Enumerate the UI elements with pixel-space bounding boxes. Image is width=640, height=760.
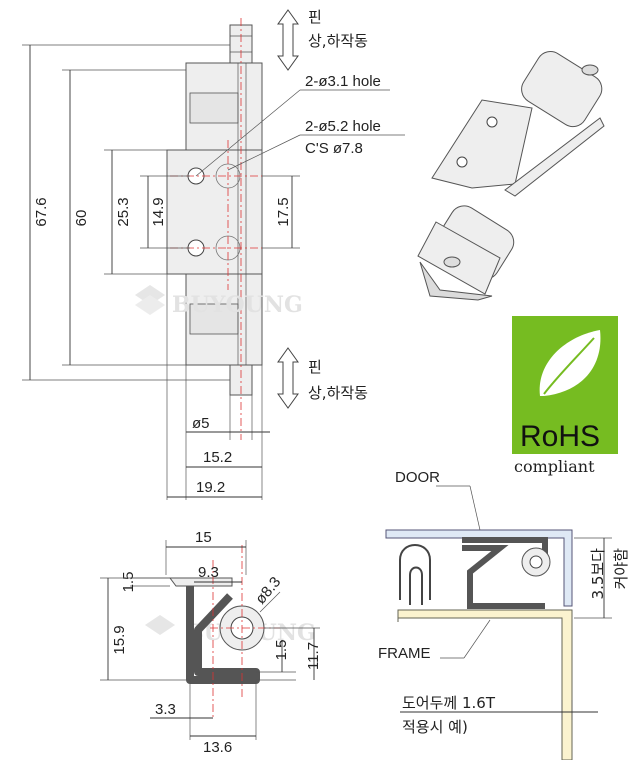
dim-width-outer: 19.2 [196, 479, 225, 496]
dim-side-offset: 9.3 [198, 564, 219, 581]
up-down-arrow-icon [277, 347, 299, 409]
gap-note-1: 3.5보다 [589, 548, 607, 600]
dim-pin-span: 60 [73, 210, 90, 227]
up-down-arrow-icon [277, 9, 299, 71]
front-view: 67.6 60 25.3 14.9 17.5 ø5 15.2 19.2 [22, 8, 405, 500]
rohs-compliant: compliant [514, 457, 595, 476]
callout-hole-large: 2-ø5.2 hole [305, 118, 381, 135]
rohs-badge: RoHS compliant [512, 316, 618, 476]
dim-leaf-height: 25.3 [115, 197, 132, 226]
watermark-brand: BUYOUNG [172, 292, 303, 318]
hinge-leaf [166, 149, 263, 275]
callout-hole-small: 2-ø3.1 hole [305, 73, 381, 90]
pin-note-top-2: 상,하작동 [308, 32, 368, 50]
dim-side-inner-2: 11.7 [305, 642, 322, 670]
dim-side-height: 15.9 [111, 625, 128, 654]
side-view: 15 9.3 1.5 ø8.3 15.9 1.5 11.7 3.3 13.6 [100, 529, 322, 756]
dim-hole-offset: 17.5 [275, 197, 292, 226]
dim-overall-height: 67.6 [33, 197, 50, 226]
gap-note-2: 커야함 [612, 548, 630, 590]
thickness-note-2: 적용시 예) [402, 718, 468, 736]
frame-label: FRAME [378, 645, 431, 662]
dim-bottom-a: 3.3 [155, 701, 176, 718]
leaf-icon [539, 330, 601, 396]
dim-side-inner-1: 1.5 [273, 640, 290, 661]
pin-note-bottom-1: 핀 [308, 358, 322, 376]
thickness-note: 도어두께 1.6T [402, 694, 496, 712]
dim-side-width: 15 [195, 529, 212, 546]
dim-bottom-b: 13.6 [203, 739, 232, 756]
dim-pin-dia: ø5 [192, 415, 210, 432]
door-label: DOOR [395, 469, 440, 486]
frame-panel [397, 609, 573, 760]
dim-hole-pitch: 14.9 [150, 197, 167, 226]
rohs-label: RoHS [520, 420, 600, 453]
dim-width-inner: 15.2 [203, 449, 232, 466]
door-panel [385, 529, 573, 607]
dim-side-thickness: 1.5 [120, 572, 137, 593]
pin-note-top-1: 핀 [308, 8, 322, 26]
callout-countersink: C'S ø7.8 [305, 140, 363, 157]
install-example: DOOR FRAME 3.5보다 커야함 도어두께 1.6T 적용시 예) [378, 469, 630, 760]
isometric-view [417, 51, 605, 301]
pin-note-bottom-2: 상,하작동 [308, 384, 368, 402]
dim-barrel-dia: ø8.3 [252, 574, 284, 608]
